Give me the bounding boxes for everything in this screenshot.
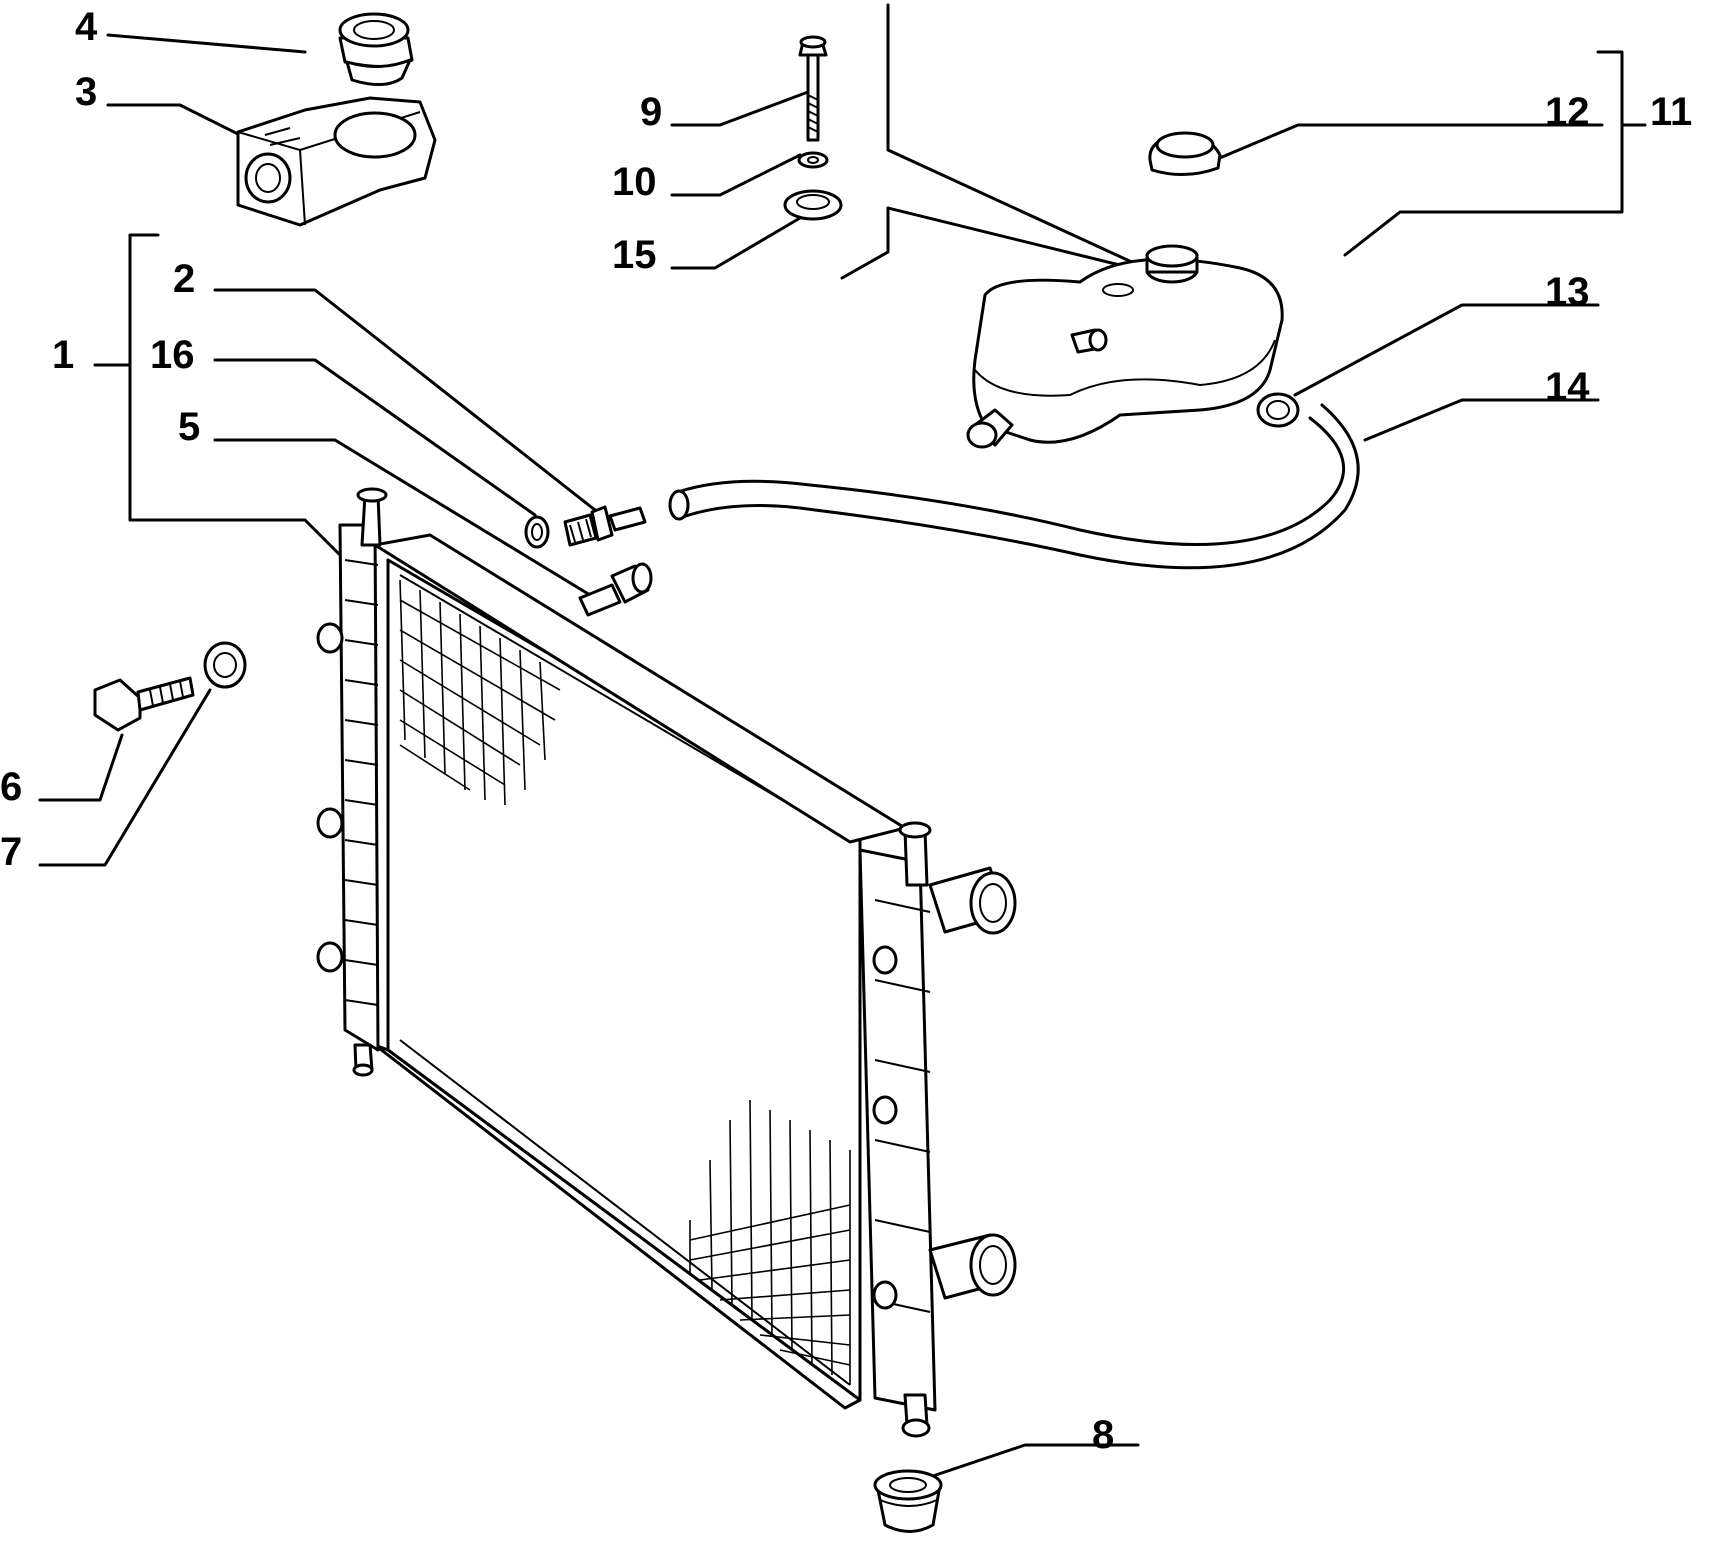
callout-2: 2	[173, 257, 195, 301]
callout-5: 5	[178, 405, 200, 449]
callout-12: 12	[1545, 90, 1590, 134]
part-5-bleed-plug	[578, 562, 653, 617]
callout-1: 1	[52, 333, 74, 377]
callout-14: 14	[1545, 365, 1590, 409]
part-16-seal	[524, 515, 550, 549]
callout-4: 4	[75, 5, 98, 49]
part-13-clip	[1256, 392, 1300, 428]
part-12-cap	[1148, 131, 1222, 177]
part-8-grommet	[873, 1469, 943, 1533]
callout-9: 9	[640, 90, 662, 134]
callout-3: 3	[75, 70, 97, 114]
callout-13: 13	[1545, 270, 1590, 314]
callout-8: 8	[1092, 1413, 1114, 1457]
part-6-bolt	[93, 676, 195, 732]
part-1-radiator	[316, 487, 1017, 1438]
part-15-grommet	[783, 189, 843, 221]
part-3-bracket	[236, 96, 437, 227]
callout-7: 7	[0, 830, 22, 874]
callout-6: 6	[0, 765, 22, 809]
callout-10: 10	[612, 160, 657, 204]
callout-15: 15	[612, 233, 657, 277]
callout-labels: 4 3 2 1 16 5 6 7 9 10 15 12 11 13 14 8	[0, 5, 1692, 1457]
part-14-hose	[668, 403, 1360, 570]
part-9-screw	[798, 35, 828, 142]
leader-lines	[38, 3, 1647, 1484]
part-7-washer	[203, 641, 247, 689]
radiator-fin-hatching	[399, 579, 851, 1385]
callout-11: 11	[1650, 90, 1692, 134]
part-4-grommet	[338, 12, 414, 86]
part-2-sensor	[563, 505, 647, 547]
callout-16: 16	[150, 333, 195, 377]
part-10-washer	[797, 151, 829, 169]
part-11-expansion-tank	[966, 244, 1284, 449]
